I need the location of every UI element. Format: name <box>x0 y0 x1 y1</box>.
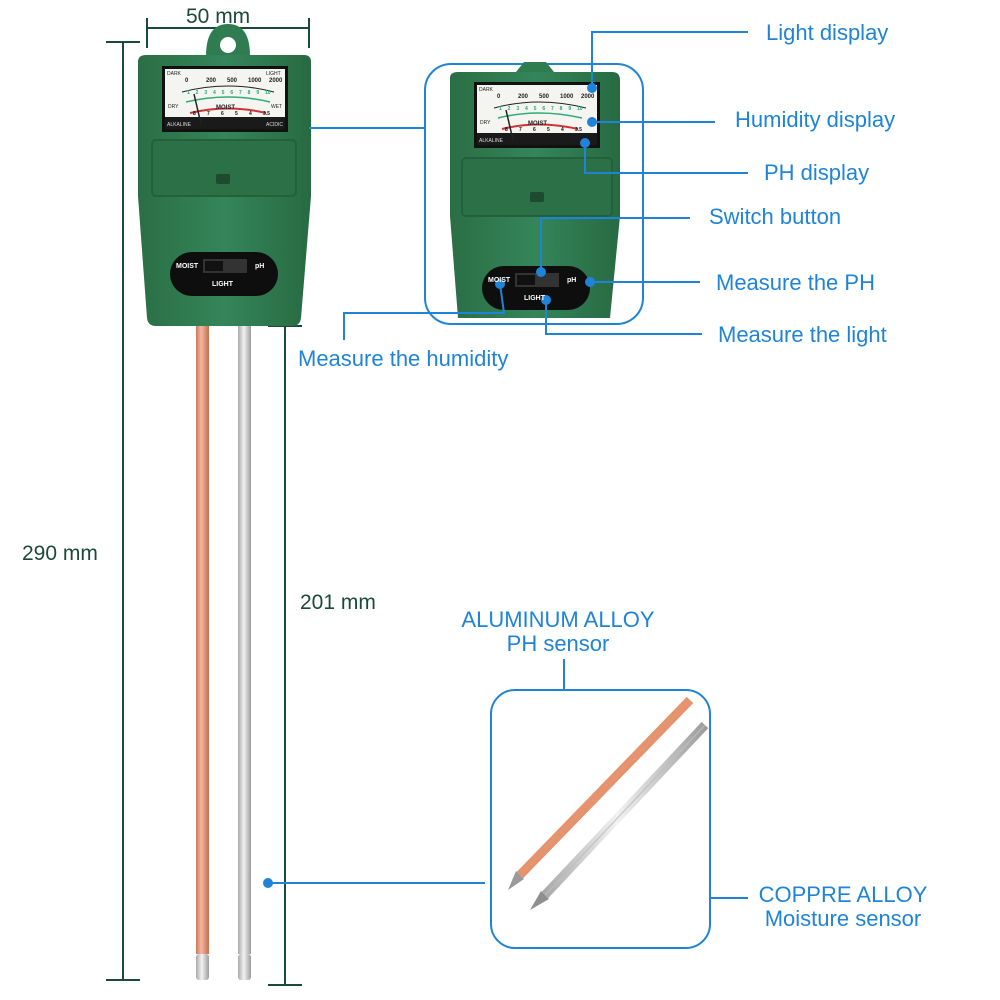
moisture-sensor-name: Moisture sensor <box>764 906 922 931</box>
meter-scale-tick-label: 5 <box>533 106 537 112</box>
probe-zoom-frame <box>490 689 711 949</box>
zoom-meter-dry-label: DRY <box>480 120 491 126</box>
meter-scale-tick-label: 6 <box>230 90 234 96</box>
meter-scale-tick-label: 7 <box>519 127 522 133</box>
meter-scale-tick-label: 5 <box>547 127 550 133</box>
meter-scale-tick-label: 10 <box>577 106 583 112</box>
width-dimension-label: 50 mm <box>186 5 251 28</box>
meter-scale-tick-label: 10 <box>265 90 271 96</box>
meter-dry-label: DRY <box>168 104 179 110</box>
meter-scale-tick-label: 5 <box>221 90 225 96</box>
light-display-label: Light display <box>766 20 889 45</box>
meter-dark-label: DARK <box>167 71 181 77</box>
meter-light-label: LIGHT <box>266 71 281 77</box>
ph-sensor-material: ALUMINUM ALLOY <box>461 607 655 632</box>
total-height-label: 290 mm <box>22 542 98 565</box>
meter-scale-tick-label: 3 <box>204 90 208 96</box>
meter-scale-tick-label: 500 <box>227 78 238 84</box>
switch-button-label: Switch button <box>709 204 842 229</box>
leader-ph-display <box>584 143 748 174</box>
meter-scale-tick-label: 4 <box>213 90 216 96</box>
meter-scale-tick-label: 8 <box>559 106 563 112</box>
meter-scale-tick-label: 4 <box>249 111 252 117</box>
meter-scale-tick-label: 1 <box>187 90 190 96</box>
meter-scale-tick-label: 3 <box>516 106 520 112</box>
meter-scale-tick-label: 1000 <box>248 78 262 84</box>
meter-scale-tick-label: 0 <box>497 94 501 100</box>
zoom-meter-moist-label: MOIST <box>528 121 547 127</box>
meter-moist-label: MOIST <box>216 105 235 111</box>
meter-scale-tick-label: 8 <box>193 111 196 117</box>
switch-ph-label: pH <box>255 263 265 270</box>
zoom-meter-dark-label: DARK <box>479 87 493 93</box>
meter-scale-tick-label: 7 <box>551 106 554 112</box>
ph-sensor-name: PH sensor <box>506 631 610 656</box>
moisture-sensor-label: COPPRE ALLOY Moisture sensor <box>752 884 934 930</box>
meter-scale-tick-label: 8 <box>505 127 508 133</box>
leader-measure-light <box>545 300 702 335</box>
zoom-meter-alkaline-label: ALKALINE <box>479 138 503 144</box>
soil-meter-device <box>138 24 311 980</box>
zoom-switch-light-label: LIGHT <box>524 295 545 302</box>
meter-wet-label: WET <box>271 104 283 110</box>
leader-light-display <box>591 31 748 88</box>
ph-display-label: PH display <box>764 160 870 185</box>
meter-scale-tick-label: 200 <box>518 94 529 100</box>
zoom-switch-ph-label: pH <box>567 277 577 284</box>
meter-scale-tick-label: 4 <box>561 127 564 133</box>
meter-scale-tick-label: 2 <box>195 90 199 96</box>
meter-scale-tick-label: 200 <box>206 78 217 84</box>
meter-scale-tick-label: 2000 <box>269 78 283 84</box>
meter-scale-tick-label: 2 <box>507 106 511 112</box>
meter-scale-tick-label: 2000 <box>581 94 595 100</box>
meter-alkaline-label: ALKALINE <box>167 122 191 128</box>
meter-scale-tick-label: 9 <box>256 90 260 96</box>
meter-scale-tick-label: 1 <box>499 106 502 112</box>
total-height-dimension-line <box>106 41 140 981</box>
switch-light-label: LIGHT <box>212 281 233 288</box>
meter-scale-tick-label: 3.5 <box>263 111 270 117</box>
moisture-sensor-material: COPPRE ALLOY <box>758 882 928 907</box>
meter-scale-tick-label: 0 <box>185 78 189 84</box>
meter-scale-tick-label: 6 <box>533 127 536 133</box>
meter-scale-tick-label: 9 <box>568 106 572 112</box>
meter-acidic-label: ACIDIC <box>266 122 283 128</box>
meter-scale-tick-label: 7 <box>239 90 242 96</box>
meter-scale-tick-label: 1000 <box>560 94 574 100</box>
zoomed-device <box>450 62 620 318</box>
leader-switch-button <box>540 217 690 272</box>
ph-sensor-label: ALUMINUM ALLOY PH sensor <box>458 609 658 655</box>
meter-scale-tick-label: 3.5 <box>575 127 582 133</box>
meter-scale-tick-label: 8 <box>247 90 251 96</box>
measure-light-label: Measure the light <box>718 322 887 347</box>
meter-scale-tick-label: 5 <box>235 111 238 117</box>
zoom-switch-moist-label: MOIST <box>488 277 511 284</box>
meter-scale-tick-label: 4 <box>525 106 528 112</box>
probe-length-label: 201 mm <box>300 591 376 614</box>
meter-scale-tick-label: 7 <box>207 111 210 117</box>
switch-moist-label: MOIST <box>176 263 199 270</box>
probe-tips-zoom <box>508 696 709 910</box>
meter-scale-tick-label: 6 <box>221 111 224 117</box>
measure-humidity-label: Measure the humidity <box>298 346 509 371</box>
probe-length-dimension-line <box>268 325 302 986</box>
measure-ph-label: Measure the PH <box>716 270 875 295</box>
humidity-display-label: Humidity display <box>735 107 896 132</box>
meter-scale-tick-label: 6 <box>542 106 546 112</box>
meter-scale-tick-label: 500 <box>539 94 550 100</box>
leader-measure-humidity <box>343 283 506 340</box>
